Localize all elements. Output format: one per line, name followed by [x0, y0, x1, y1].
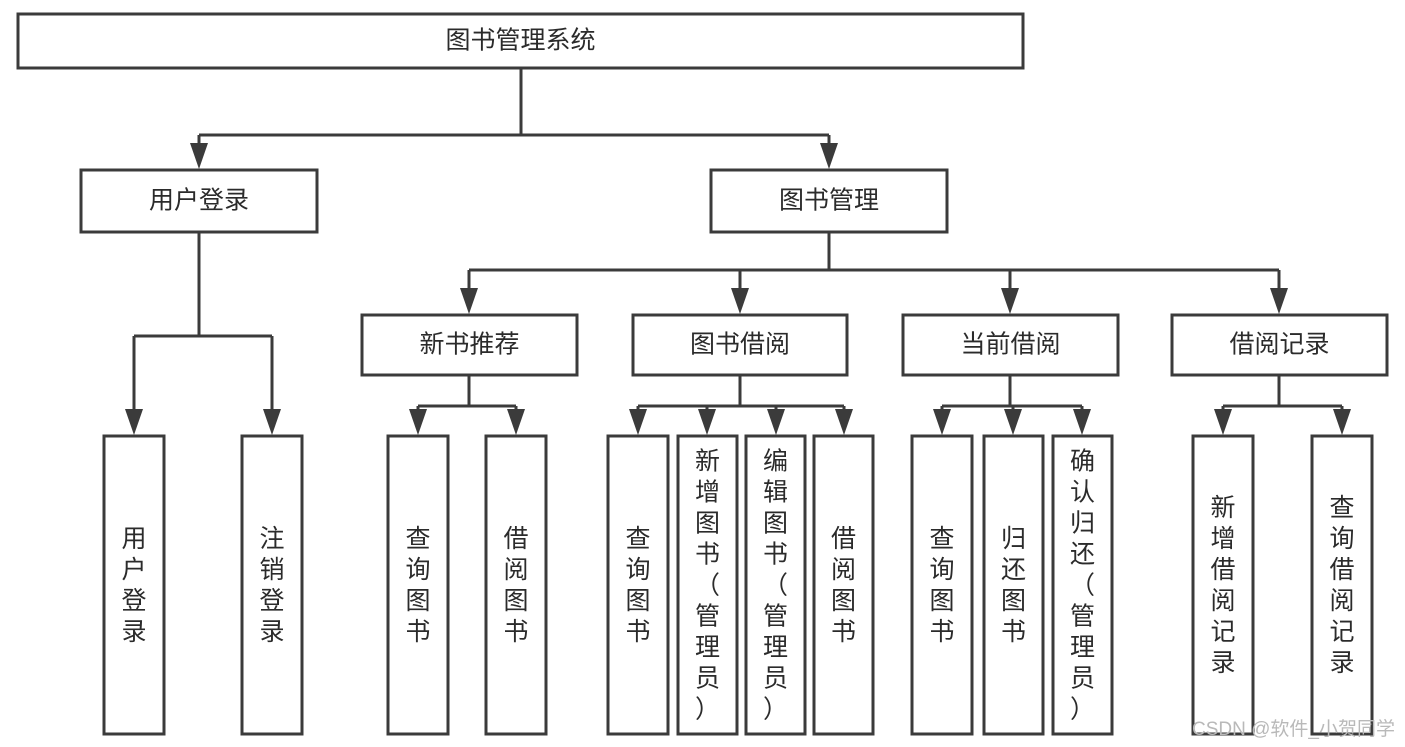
connector-group-bookborrow-to-leaves [629, 375, 853, 435]
arrow-head-icon [698, 409, 716, 435]
node-label-borrow-add-book: 新增图书（管理员） [695, 448, 720, 724]
arrow-head-icon [835, 409, 853, 435]
node-current-borrow[interactable]: 当前借阅 [901, 313, 1120, 377]
arrow-head-icon [507, 409, 525, 435]
node-label-root: 图书管理系统 [445, 27, 595, 55]
node-label-user-login: 用户登录 [149, 187, 249, 215]
node-label-borrow-edit-book: 编辑图书（管理员） [763, 448, 788, 724]
node-borrow-edit-book[interactable]: 编辑图书（管理员） [744, 434, 807, 736]
node-label-borrow-query-book: 查询图书 [625, 525, 650, 646]
node-box-user-login-leaf[interactable] [102, 434, 166, 736]
node-cur-query-book[interactable]: 查询图书 [910, 434, 974, 736]
node-label-current-borrow: 当前借阅 [960, 331, 1060, 359]
node-box-user-login[interactable] [79, 168, 319, 234]
arrow-head-icon [190, 143, 208, 169]
arrow-head-icon [460, 288, 478, 314]
node-label-logout-leaf: 注销登录 [259, 525, 284, 646]
node-label-new-book-rec: 新书推荐 [419, 331, 519, 359]
node-box-borrow-edit-book[interactable] [744, 434, 807, 736]
node-label-rec-query-record: 查询借阅记录 [1329, 494, 1354, 677]
arrow-head-icon [629, 409, 647, 435]
node-label-book-borrow: 图书借阅 [690, 331, 790, 359]
node-box-borrow-query-book[interactable] [606, 434, 670, 736]
arrow-head-icon [933, 409, 951, 435]
node-label-cur-confirm-return: 确认归还（管理员） [1070, 448, 1095, 724]
node-box-rec-add-record[interactable] [1191, 434, 1255, 736]
node-label-cur-query-book: 查询图书 [929, 525, 954, 646]
node-box-cur-query-book[interactable] [910, 434, 974, 736]
node-label-book-manage: 图书管理 [779, 187, 879, 215]
connector-group-newbookrec-to-leaves [409, 375, 525, 435]
arrow-head-icon [263, 409, 281, 435]
arrow-head-icon [409, 409, 427, 435]
csdn-watermark: CSDN @软件_小贺同学 [1192, 719, 1395, 740]
connector-group-userlogin-to-leaves [125, 232, 281, 435]
arrow-head-icon [1214, 409, 1232, 435]
arrow-head-icon [1333, 409, 1351, 435]
node-box-cur-confirm-return[interactable] [1051, 434, 1114, 736]
arrow-head-icon [820, 143, 838, 169]
node-root[interactable]: 图书管理系统 [16, 12, 1025, 70]
node-box-rec-query-book[interactable] [386, 434, 450, 736]
node-label-borrow-record: 借阅记录 [1229, 331, 1329, 359]
connector-layer [125, 68, 1351, 435]
arrow-head-icon [1073, 409, 1091, 435]
connector-group-bookmanage-to-level2 [460, 232, 1288, 314]
node-cur-return-book[interactable]: 归还图书 [982, 434, 1045, 736]
node-box-new-book-rec[interactable] [360, 313, 579, 377]
node-borrow-borrow-book[interactable]: 借阅图书 [812, 434, 875, 736]
node-box-book-borrow[interactable] [631, 313, 849, 377]
node-book-borrow[interactable]: 图书借阅 [631, 313, 849, 377]
node-label-borrow-borrow-book: 借阅图书 [831, 525, 856, 646]
node-box-root[interactable] [16, 12, 1025, 70]
arrow-head-icon [125, 409, 143, 435]
node-box-rec-borrow-book[interactable] [484, 434, 548, 736]
node-box-book-manage[interactable] [709, 168, 949, 234]
node-user-login[interactable]: 用户登录 [79, 168, 319, 234]
arrow-head-icon [1270, 288, 1288, 314]
connector-group-borrowrecord-to-leaves [1214, 375, 1351, 435]
node-label-cur-return-book: 归还图书 [1001, 525, 1026, 646]
node-book-manage[interactable]: 图书管理 [709, 168, 949, 234]
node-borrow-record[interactable]: 借阅记录 [1170, 313, 1389, 377]
node-box-current-borrow[interactable] [901, 313, 1120, 377]
node-borrow-query-book[interactable]: 查询图书 [606, 434, 670, 736]
node-layer: 图书管理系统用户登录图书管理用户登录注销登录新书推荐图书借阅当前借阅借阅记录查询… [16, 12, 1389, 736]
node-logout-leaf[interactable]: 注销登录 [240, 434, 304, 736]
connector-group-root-to-level1 [190, 68, 838, 169]
arrow-head-icon [767, 409, 785, 435]
node-box-rec-query-record[interactable] [1310, 434, 1374, 736]
node-rec-query-record[interactable]: 查询借阅记录 [1310, 434, 1374, 736]
node-label-rec-add-record: 新增借阅记录 [1210, 494, 1235, 677]
node-box-borrow-add-book[interactable] [676, 434, 739, 736]
node-borrow-add-book[interactable]: 新增图书（管理员） [676, 434, 739, 736]
node-rec-add-record[interactable]: 新增借阅记录 [1191, 434, 1255, 736]
node-box-borrow-borrow-book[interactable] [812, 434, 875, 736]
node-label-rec-query-book: 查询图书 [405, 525, 430, 646]
node-label-rec-borrow-book: 借阅图书 [503, 525, 528, 646]
node-user-login-leaf[interactable]: 用户登录 [102, 434, 166, 736]
node-label-user-login-leaf: 用户登录 [121, 525, 146, 646]
connector-group-currentborrow-to-leaves [933, 375, 1091, 435]
node-box-logout-leaf[interactable] [240, 434, 304, 736]
node-box-cur-return-book[interactable] [982, 434, 1045, 736]
node-new-book-rec[interactable]: 新书推荐 [360, 313, 579, 377]
node-box-borrow-record[interactable] [1170, 313, 1389, 377]
node-rec-query-book[interactable]: 查询图书 [386, 434, 450, 736]
node-rec-borrow-book[interactable]: 借阅图书 [484, 434, 548, 736]
arrow-head-icon [1001, 288, 1019, 314]
arrow-head-icon [1004, 409, 1022, 435]
arrow-head-icon [731, 288, 749, 314]
node-cur-confirm-return[interactable]: 确认归还（管理员） [1051, 434, 1114, 736]
